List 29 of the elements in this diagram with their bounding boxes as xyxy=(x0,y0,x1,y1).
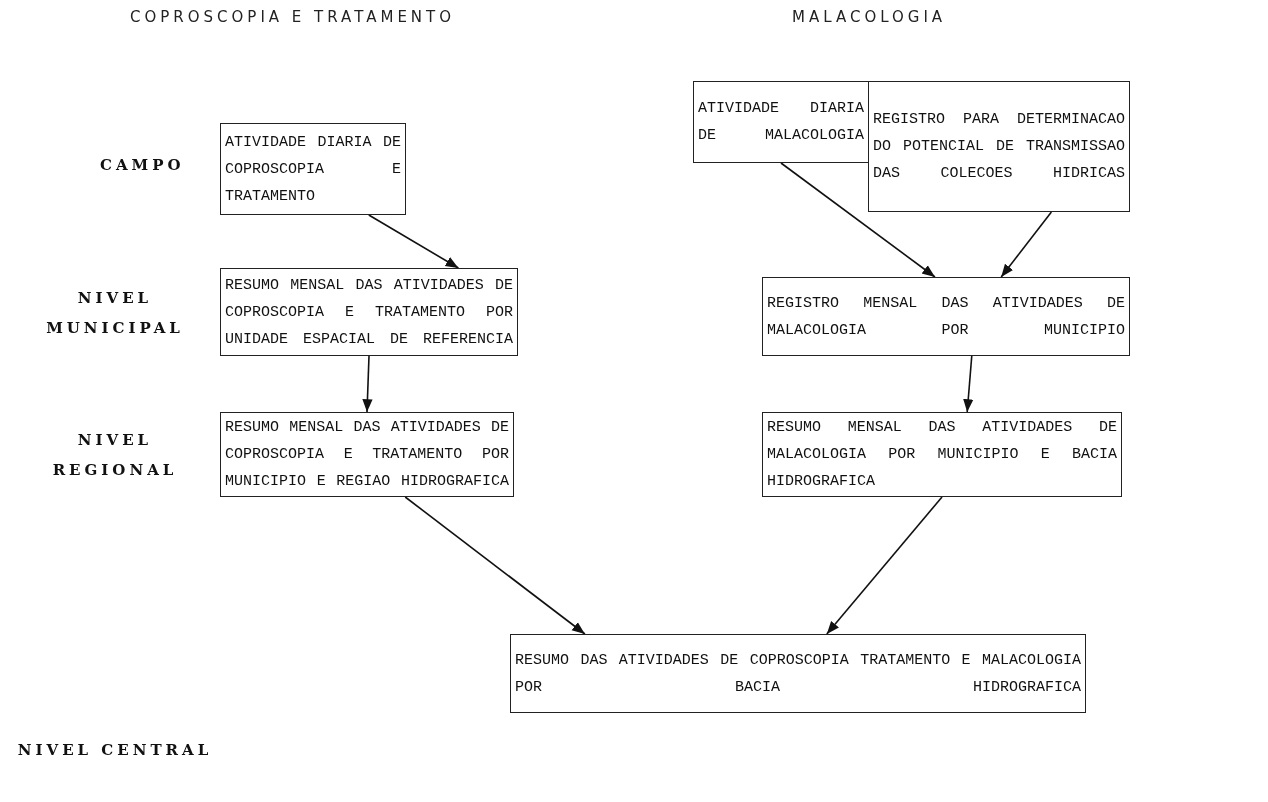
arrow xyxy=(1000,211,1053,278)
process-box xyxy=(762,412,1122,497)
box-text: RESUMO MENSAL DAS ATIVIDADES DE MALACOLOGIA POR MUNICIPIO E BACIA HIDROGRAFICA xyxy=(767,418,1117,492)
box-text: REGISTRO MENSAL DAS ATIVIDADES DE MALACOLOGIA POR MUNICIPIO xyxy=(767,293,1125,341)
arrow xyxy=(963,355,974,413)
process-box xyxy=(220,268,518,356)
level-label: NIVEL MUNICIPAL xyxy=(45,288,185,339)
arrow xyxy=(362,355,373,413)
process-box xyxy=(868,81,1130,212)
level-label: NIVEL REGIONAL xyxy=(51,430,179,481)
arrow xyxy=(404,496,586,635)
box-text: RESUMO MENSAL DAS ATIVIDADES DE COPROSCOPIA E TRATAMENTO POR MUNICIPIO E REGIAO HIDROGRAFICA xyxy=(225,418,509,492)
process-box xyxy=(693,81,869,163)
column-heading: MALACOLOGIA xyxy=(792,8,947,26)
level-label: CAMPO xyxy=(100,155,186,176)
level-label: NIVEL CENTRAL xyxy=(16,740,214,761)
process-box xyxy=(510,634,1086,713)
box-text: RESUMO MENSAL DAS ATIVIDADES DE COPROSCOPIA E TRATAMENTO POR UNIDADE ESPACIAL DE REFERENCIA xyxy=(225,275,513,350)
arrow xyxy=(780,162,936,278)
arrow xyxy=(826,496,943,635)
process-box xyxy=(220,123,406,215)
box-text: RESUMO DAS ATIVIDADES DE COPROSCOPIA TRATAMENTO E MALACOLOGIA POR BACIA HIDROGRAFICA xyxy=(515,650,1081,698)
process-box xyxy=(762,277,1130,356)
box-text: ATIVIDADE DIARIA DE MALACOLOGIA xyxy=(698,99,864,146)
arrow xyxy=(368,214,460,269)
box-text: ATIVIDADE DIARIA DE COPROSCOPIA E TRATAMENTO xyxy=(225,132,401,207)
column-heading: COPROSCOPIA E TRATAMENTO xyxy=(130,8,456,26)
box-text: REGISTRO PARA DETERMINACAO DO POTENCIAL DE TRANSMISSAO DAS COLECOES HIDRICAS xyxy=(873,110,1125,184)
process-box xyxy=(220,412,514,497)
